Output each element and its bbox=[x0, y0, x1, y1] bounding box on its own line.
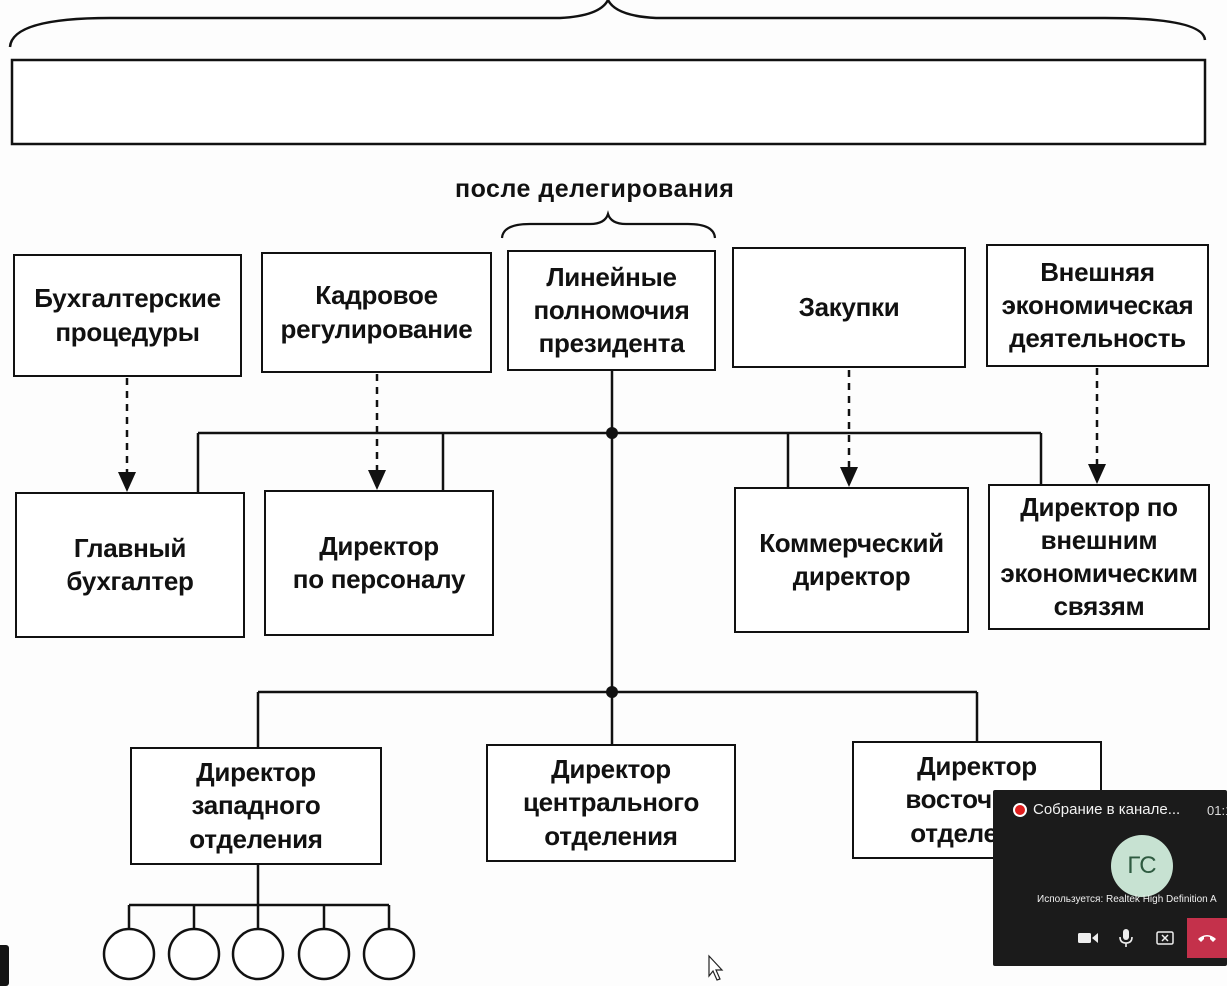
top-empty-box bbox=[10, 58, 1207, 146]
meeting-overlay[interactable]: Собрание в канале... 01:1 ГС Используетс… bbox=[993, 790, 1227, 966]
caption-brace bbox=[500, 210, 717, 239]
box-president-line-authority: Линейные полномочия президента bbox=[507, 250, 716, 371]
mouse-cursor-icon bbox=[708, 954, 724, 981]
box-accounting-procedures: Бухгалтерские процедуры bbox=[13, 254, 242, 377]
hang-up-icon[interactable] bbox=[1187, 918, 1227, 958]
window-edge-tab bbox=[0, 945, 9, 986]
box-foreign-relations-director: Директор по внешним экономическим связям bbox=[988, 484, 1210, 630]
box-procurement: Закупки bbox=[732, 247, 966, 368]
box-western-division-director: Директор западного отделения bbox=[130, 747, 382, 865]
delegation-caption: после делегирования bbox=[455, 175, 735, 203]
box-hr-regulation: Кадровое регулирование bbox=[261, 252, 492, 373]
microphone-icon[interactable] bbox=[1107, 920, 1145, 956]
share-screen-icon[interactable] bbox=[1146, 920, 1184, 956]
box-foreign-economic-activity: Внешняя экономическая деятельность bbox=[986, 244, 1209, 367]
subordinate-circles bbox=[102, 927, 416, 981]
dashed-arrows bbox=[125, 368, 1099, 474]
video-camera-icon[interactable] bbox=[1069, 920, 1107, 956]
avatar: ГС bbox=[1111, 835, 1173, 897]
meeting-title[interactable]: Собрание в канале... bbox=[1013, 801, 1180, 818]
box-commercial-director: Коммерческий директор bbox=[734, 487, 969, 633]
box-central-division-director: Директор центрального отделения bbox=[486, 744, 736, 862]
meeting-timer: 01:1 bbox=[1207, 803, 1227, 818]
box-chief-accountant: Главный бухгалтер bbox=[15, 492, 245, 638]
top-brace bbox=[8, 0, 1207, 48]
box-hr-director: Директор по персоналу bbox=[264, 490, 494, 636]
recording-dot-icon bbox=[1013, 803, 1027, 817]
audio-device-label: Используется: Realtek High Definition A bbox=[1037, 894, 1217, 905]
